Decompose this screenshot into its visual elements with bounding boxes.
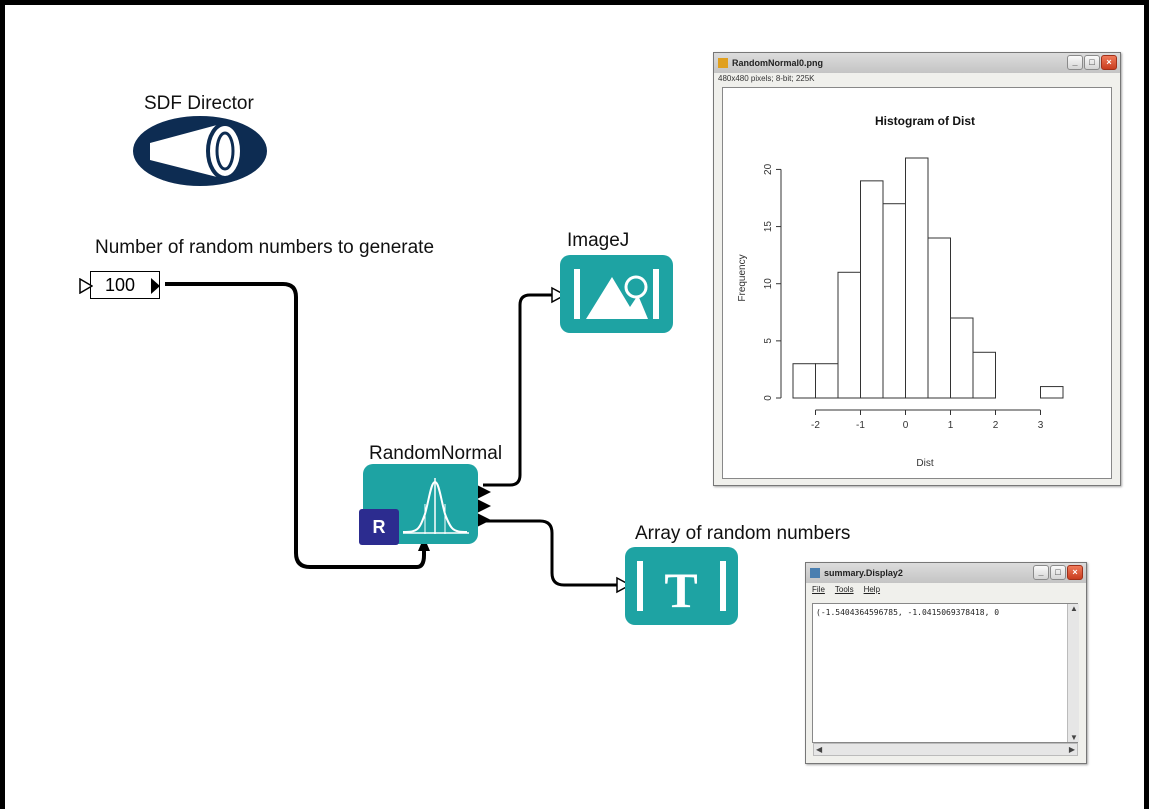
scroll-right-icon[interactable]: ▶	[1068, 745, 1075, 754]
summary-window-title: summary.Display2	[824, 568, 903, 578]
svg-text:T: T	[664, 562, 697, 618]
random-normal-label: RandomNormal	[369, 443, 503, 464]
parameter-input-port	[79, 278, 93, 294]
director-label: SDF Director	[144, 93, 254, 114]
maximize-button[interactable]: □	[1084, 55, 1100, 70]
imagej-label: ImageJ	[567, 230, 630, 251]
wire-param-to-random	[165, 282, 426, 569]
close-button[interactable]: ×	[1067, 565, 1083, 580]
histogram-bar	[882, 203, 906, 399]
x-tick-label: 3	[1038, 420, 1044, 431]
imagej-input-arrow	[551, 286, 567, 304]
histogram-bar	[927, 237, 951, 399]
random-input-arrow	[418, 537, 430, 551]
histogram-bar	[860, 180, 884, 399]
histogram-bar	[837, 271, 861, 399]
histogram-window-titlebar[interactable]: RandomNormal0.png _ □ ×	[714, 53, 1120, 73]
histogram-bar	[972, 351, 996, 399]
window-icon	[810, 568, 820, 578]
y-tick-label: 10	[763, 278, 774, 290]
y-tick-label: 5	[763, 338, 774, 344]
wire-random-to-imagej	[483, 293, 552, 487]
histogram-plot: Histogram of Dist Dist Frequency -2 -1 0 1 2…	[722, 87, 1112, 479]
summary-window-titlebar[interactable]: summary.Display2 _ □ ×	[806, 563, 1086, 583]
y-tick-label: 0	[763, 395, 774, 401]
wire-random-to-display	[485, 519, 617, 587]
r-language-badge: R	[359, 509, 399, 545]
x-tick-label: 0	[903, 420, 909, 431]
image-info: 480x480 pixels; 8-bit; 225K	[718, 74, 815, 83]
parameter-label: Number of random numbers to generate	[95, 237, 435, 258]
y-axis-label: Frequency	[737, 254, 748, 301]
x-tick-label: 1	[948, 420, 954, 431]
bell-curve-icon	[402, 478, 469, 534]
y-tick-label: 15	[763, 221, 774, 233]
histogram-bar	[950, 317, 974, 399]
histogram-chart: Histogram of Dist Dist Frequency -2 -1 0 1 2…	[737, 114, 1064, 469]
scroll-down-icon[interactable]: ▼	[1070, 733, 1078, 742]
x-axis-label: Dist	[916, 458, 933, 469]
java-icon	[718, 58, 728, 68]
minimize-button[interactable]: _	[1033, 565, 1049, 580]
histogram-window[interactable]: RandomNormal0.png _ □ × 480x480 pixels; …	[713, 52, 1121, 486]
display-actor[interactable]: T	[625, 547, 738, 625]
x-tick-label: -1	[856, 420, 865, 431]
display-label: Array of random numbers	[635, 523, 851, 544]
menu-file[interactable]: File	[812, 585, 825, 594]
histogram-window-title: RandomNormal0.png	[732, 58, 824, 68]
x-tick-label: 2	[993, 420, 999, 431]
parameter-box[interactable]: 100	[79, 271, 160, 299]
y-tick-label: 20	[763, 163, 774, 175]
random-output-port-1	[477, 485, 491, 499]
x-tick-label: -2	[811, 420, 820, 431]
horizontal-scrollbar[interactable]: ◀ ▶	[813, 743, 1078, 756]
summary-content: (-1.5404364596785, -1.0415069378418, 0	[816, 608, 1000, 617]
sdf-director-icon	[133, 116, 267, 186]
menu-help[interactable]: Help	[863, 585, 881, 594]
summary-text-area[interactable]: (-1.5404364596785, -1.0415069378418, 0	[812, 603, 1078, 743]
random-output-port-2	[477, 499, 491, 513]
text-display-icon: T	[637, 561, 726, 618]
display-input-arrow	[616, 576, 632, 594]
imagej-actor[interactable]	[560, 255, 673, 333]
histogram-bar	[1040, 386, 1064, 399]
summary-display-window[interactable]: summary.Display2 _ □ × File Tools Help (…	[805, 562, 1087, 764]
random-output-port-3	[477, 513, 491, 527]
histogram-bar	[815, 363, 839, 399]
vertical-scrollbar[interactable]: ▲ ▼	[1067, 604, 1079, 742]
parameter-output-port	[151, 278, 160, 294]
minimize-button[interactable]: _	[1067, 55, 1083, 70]
histogram-bar	[792, 363, 816, 399]
scroll-left-icon[interactable]: ◀	[816, 745, 823, 754]
menu-bar: File Tools Help	[806, 583, 1086, 599]
menu-tools[interactable]: Tools	[834, 585, 854, 594]
wires-layer	[133, 116, 632, 594]
scroll-up-icon[interactable]: ▲	[1070, 604, 1078, 613]
image-viewer-icon	[574, 269, 659, 319]
histogram-bar	[905, 157, 929, 399]
chart-title: Histogram of Dist	[875, 114, 975, 128]
maximize-button[interactable]: □	[1050, 565, 1066, 580]
parameter-value: 100	[105, 275, 136, 295]
close-button[interactable]: ×	[1101, 55, 1117, 70]
